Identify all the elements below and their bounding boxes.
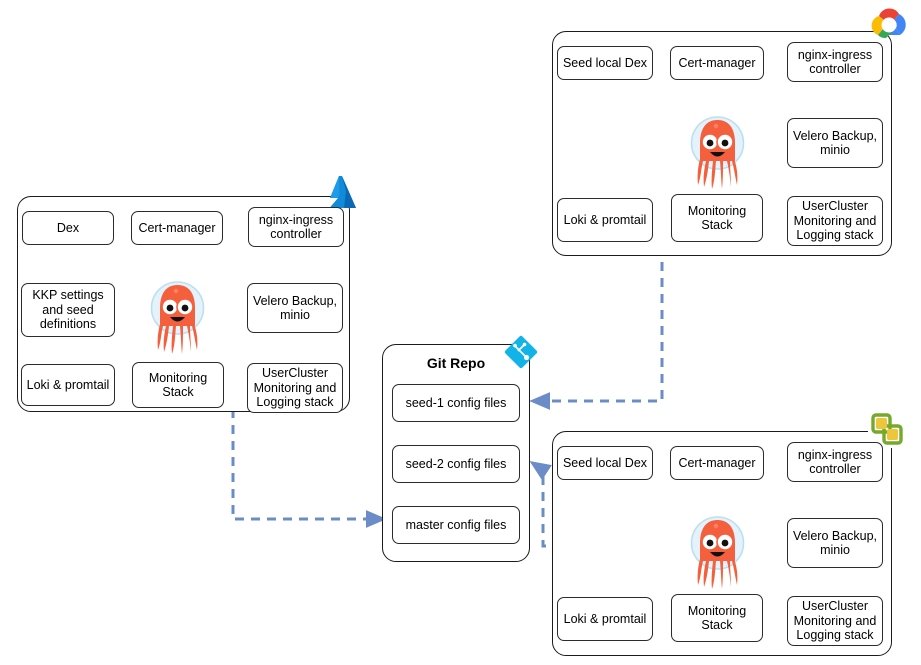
git-logo — [502, 333, 540, 371]
vmware-logo — [868, 410, 906, 448]
node-azure-kkp-settings[interactable]: KKP settings and seed definitions — [21, 283, 115, 337]
node-vmware-cert-manager[interactable]: Cert-manager — [670, 446, 764, 480]
node-gcp-nginx-ingress[interactable]: nginx-ingress controller — [787, 42, 883, 82]
node-gcp-usercluster-monitoring[interactable]: UserCluster Monitoring and Logging stack — [787, 196, 883, 246]
node-gcp-velero[interactable]: Velero Backup, minio — [787, 118, 883, 168]
vmware-kkp-octopus-icon — [689, 503, 746, 591]
git-item-master-config[interactable]: master config files — [392, 506, 520, 544]
azure-kkp-octopus-icon — [149, 268, 206, 356]
git-item-seed-2-config[interactable]: seed-2 config files — [392, 445, 520, 483]
node-vmware-velero[interactable]: Velero Backup, minio — [787, 518, 883, 568]
node-azure-dex[interactable]: Dex — [22, 211, 114, 245]
git-item-seed-1-config[interactable]: seed-1 config files — [392, 384, 520, 422]
node-gcp-monitoring-stack[interactable]: Monitoring Stack — [671, 194, 763, 242]
node-vmware-loki-promtail[interactable]: Loki & promtail — [557, 597, 653, 641]
node-azure-loki-promtail[interactable]: Loki & promtail — [21, 364, 115, 406]
node-gcp-loki-promtail[interactable]: Loki & promtail — [557, 198, 653, 242]
node-vmware-seed-local-dex[interactable]: Seed local Dex — [557, 446, 653, 480]
node-gcp-seed-local-dex[interactable]: Seed local Dex — [557, 46, 653, 80]
node-vmware-monitoring-stack[interactable]: Monitoring Stack — [671, 594, 763, 642]
node-gcp-cert-manager[interactable]: Cert-manager — [670, 46, 764, 80]
git-repo-title: Git Repo — [426, 355, 486, 371]
node-azure-cert-manager[interactable]: Cert-manager — [131, 211, 223, 245]
node-azure-monitoring-stack[interactable]: Monitoring Stack — [132, 362, 224, 408]
azure-logo — [320, 168, 364, 212]
node-vmware-usercluster-monitoring[interactable]: UserCluster Monitoring and Logging stack — [787, 596, 883, 646]
node-azure-usercluster-monitoring[interactable]: UserCluster Monitoring and Logging stack — [247, 363, 343, 413]
gcp-kkp-octopus-icon — [689, 103, 746, 191]
google-cloud-logo — [866, 2, 912, 42]
node-azure-velero[interactable]: Velero Backup, minio — [247, 283, 343, 333]
node-azure-nginx-ingress[interactable]: nginx-ingress controller — [248, 207, 344, 247]
node-vmware-nginx-ingress[interactable]: nginx-ingress controller — [787, 442, 883, 482]
